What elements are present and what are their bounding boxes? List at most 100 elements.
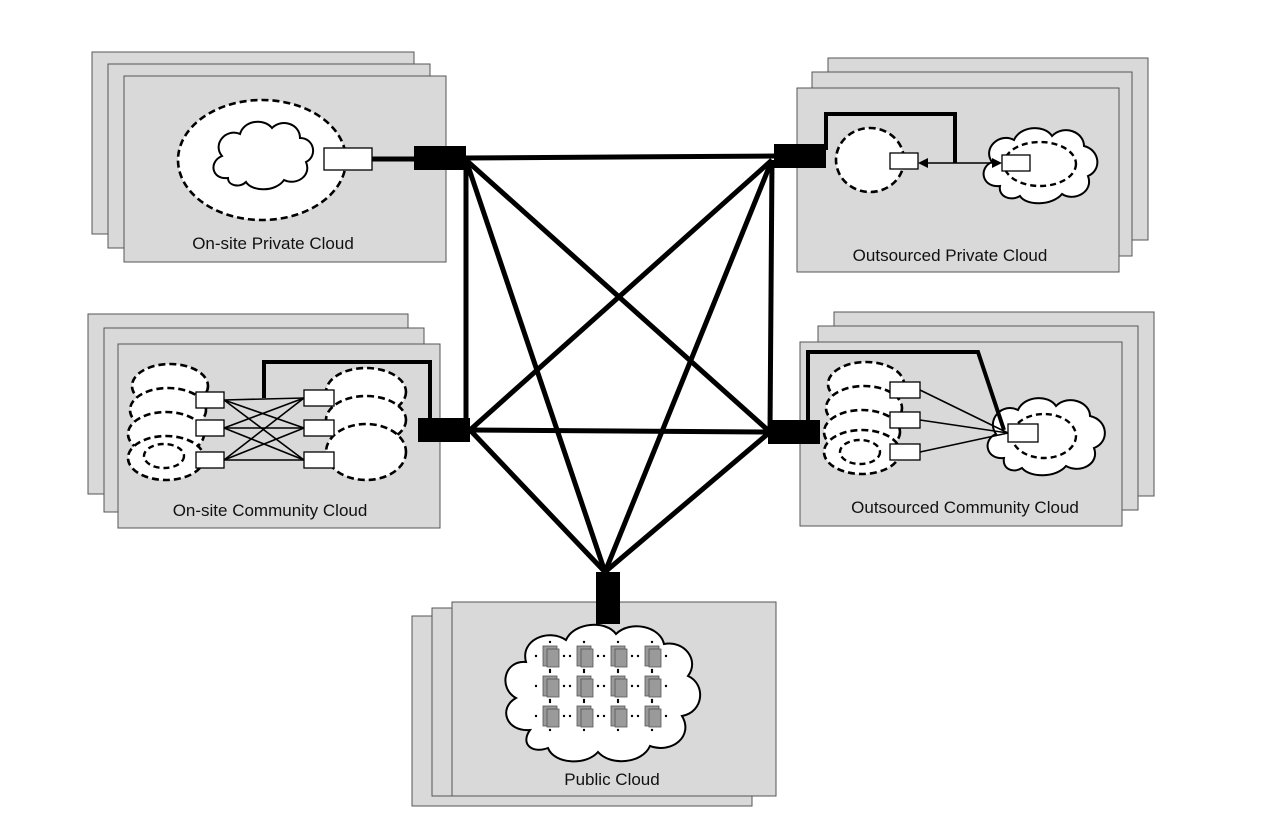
server-icon — [648, 708, 662, 728]
provider-cloud-icon — [986, 397, 1106, 477]
link-dot — [596, 684, 600, 688]
link-dot — [562, 654, 566, 658]
link-dot — [636, 714, 640, 718]
link-dot — [596, 714, 600, 718]
mesh-links — [223, 397, 305, 461]
link-dot — [548, 728, 552, 732]
panel-public-cloud: Public Cloud — [411, 572, 777, 807]
interface-box — [303, 419, 335, 437]
link-outsourced-private-to-outsourced-community — [767, 159, 775, 433]
server-grid — [534, 640, 668, 732]
link-dot — [582, 670, 586, 674]
link-outsourced-private-to-community — [468, 158, 774, 432]
server-icon — [614, 708, 628, 728]
link-dot — [664, 654, 668, 658]
link-dot — [548, 640, 552, 644]
link-dot — [664, 684, 668, 688]
link-dot — [616, 670, 620, 674]
link-dot — [548, 670, 552, 674]
link-dot — [534, 654, 538, 658]
link-dot — [602, 714, 606, 718]
interface-box — [195, 391, 225, 409]
arrow-head-right — [992, 158, 1002, 168]
panel-label: Outsourced Community Cloud — [851, 498, 1079, 517]
member-links — [919, 389, 1009, 453]
interface-box — [195, 419, 225, 437]
uplink — [824, 112, 957, 163]
link-community-to-public — [468, 428, 607, 574]
link-community-to-outsourced-community — [469, 427, 771, 435]
interface-box — [889, 152, 919, 170]
link-dot — [650, 700, 654, 704]
interface-box — [323, 147, 373, 171]
arrow-head-left — [918, 158, 928, 168]
link-outsourced-community-to-public — [603, 430, 772, 574]
interface-box — [303, 451, 335, 469]
link-dot — [582, 640, 586, 644]
interface-box — [889, 411, 921, 429]
server-icon — [648, 678, 662, 698]
link-dot — [636, 654, 640, 658]
server-icon — [546, 708, 560, 728]
panel-label: Outsourced Private Cloud — [853, 246, 1048, 265]
link-dot — [602, 654, 606, 658]
link-dot — [548, 700, 552, 704]
link-dot — [534, 714, 538, 718]
link-dot — [616, 698, 620, 702]
link-private-to-public — [463, 159, 608, 573]
link-dot — [596, 654, 600, 658]
connector-block — [418, 418, 470, 442]
link-dot — [630, 684, 634, 688]
member-clouds-right — [324, 366, 408, 482]
panel-label: On-site Community Cloud — [173, 501, 368, 520]
link-dot — [636, 684, 640, 688]
link-dot — [616, 728, 620, 732]
link-outsourced-private-to-public — [602, 159, 775, 573]
panel-onsite-private-cloud: On-site Private Cloud — [91, 51, 466, 263]
interface-box — [303, 389, 335, 407]
link-dot — [582, 698, 586, 702]
provider-cloud-icon — [982, 127, 1099, 205]
connector-block — [414, 146, 466, 170]
panel-onsite-community-cloud: On-site Community Cloud — [87, 313, 470, 529]
panel-label: On-site Private Cloud — [192, 234, 354, 253]
link-dot — [582, 668, 586, 672]
member-clouds — [822, 360, 906, 476]
link-dot — [548, 668, 552, 672]
link-dot — [650, 728, 654, 732]
link-dot — [616, 700, 620, 704]
interface-box — [889, 443, 921, 461]
server-icon — [580, 648, 594, 668]
server-icon — [580, 708, 594, 728]
panel-outsourced-private-cloud: Outsourced Private Cloud — [774, 57, 1149, 273]
link-dot — [562, 684, 566, 688]
server-icon — [546, 678, 560, 698]
link-dot — [568, 714, 572, 718]
connector-block — [596, 572, 620, 624]
link-dot — [650, 670, 654, 674]
link-dot — [630, 714, 634, 718]
link-private-to-outsourced-private — [465, 153, 777, 161]
interface-box — [1007, 423, 1039, 443]
link-dot — [602, 684, 606, 688]
interconnect-links — [463, 153, 777, 574]
interface-box — [195, 451, 225, 469]
server-icon — [614, 648, 628, 668]
cloud-icon — [212, 120, 315, 191]
link-dot — [582, 728, 586, 732]
link-dot — [650, 668, 654, 672]
server-icon — [648, 648, 662, 668]
link-dot — [616, 640, 620, 644]
link-dot — [582, 700, 586, 704]
link-dot — [534, 684, 538, 688]
link-dot — [630, 654, 634, 658]
member-clouds-left — [126, 362, 210, 482]
panel-label: Public Cloud — [564, 770, 659, 789]
uplink — [806, 350, 1006, 431]
connector-block — [774, 144, 826, 168]
link-dot — [650, 698, 654, 702]
uplink — [262, 360, 432, 420]
server-icon — [614, 678, 628, 698]
public-cloud-icon — [504, 623, 702, 763]
